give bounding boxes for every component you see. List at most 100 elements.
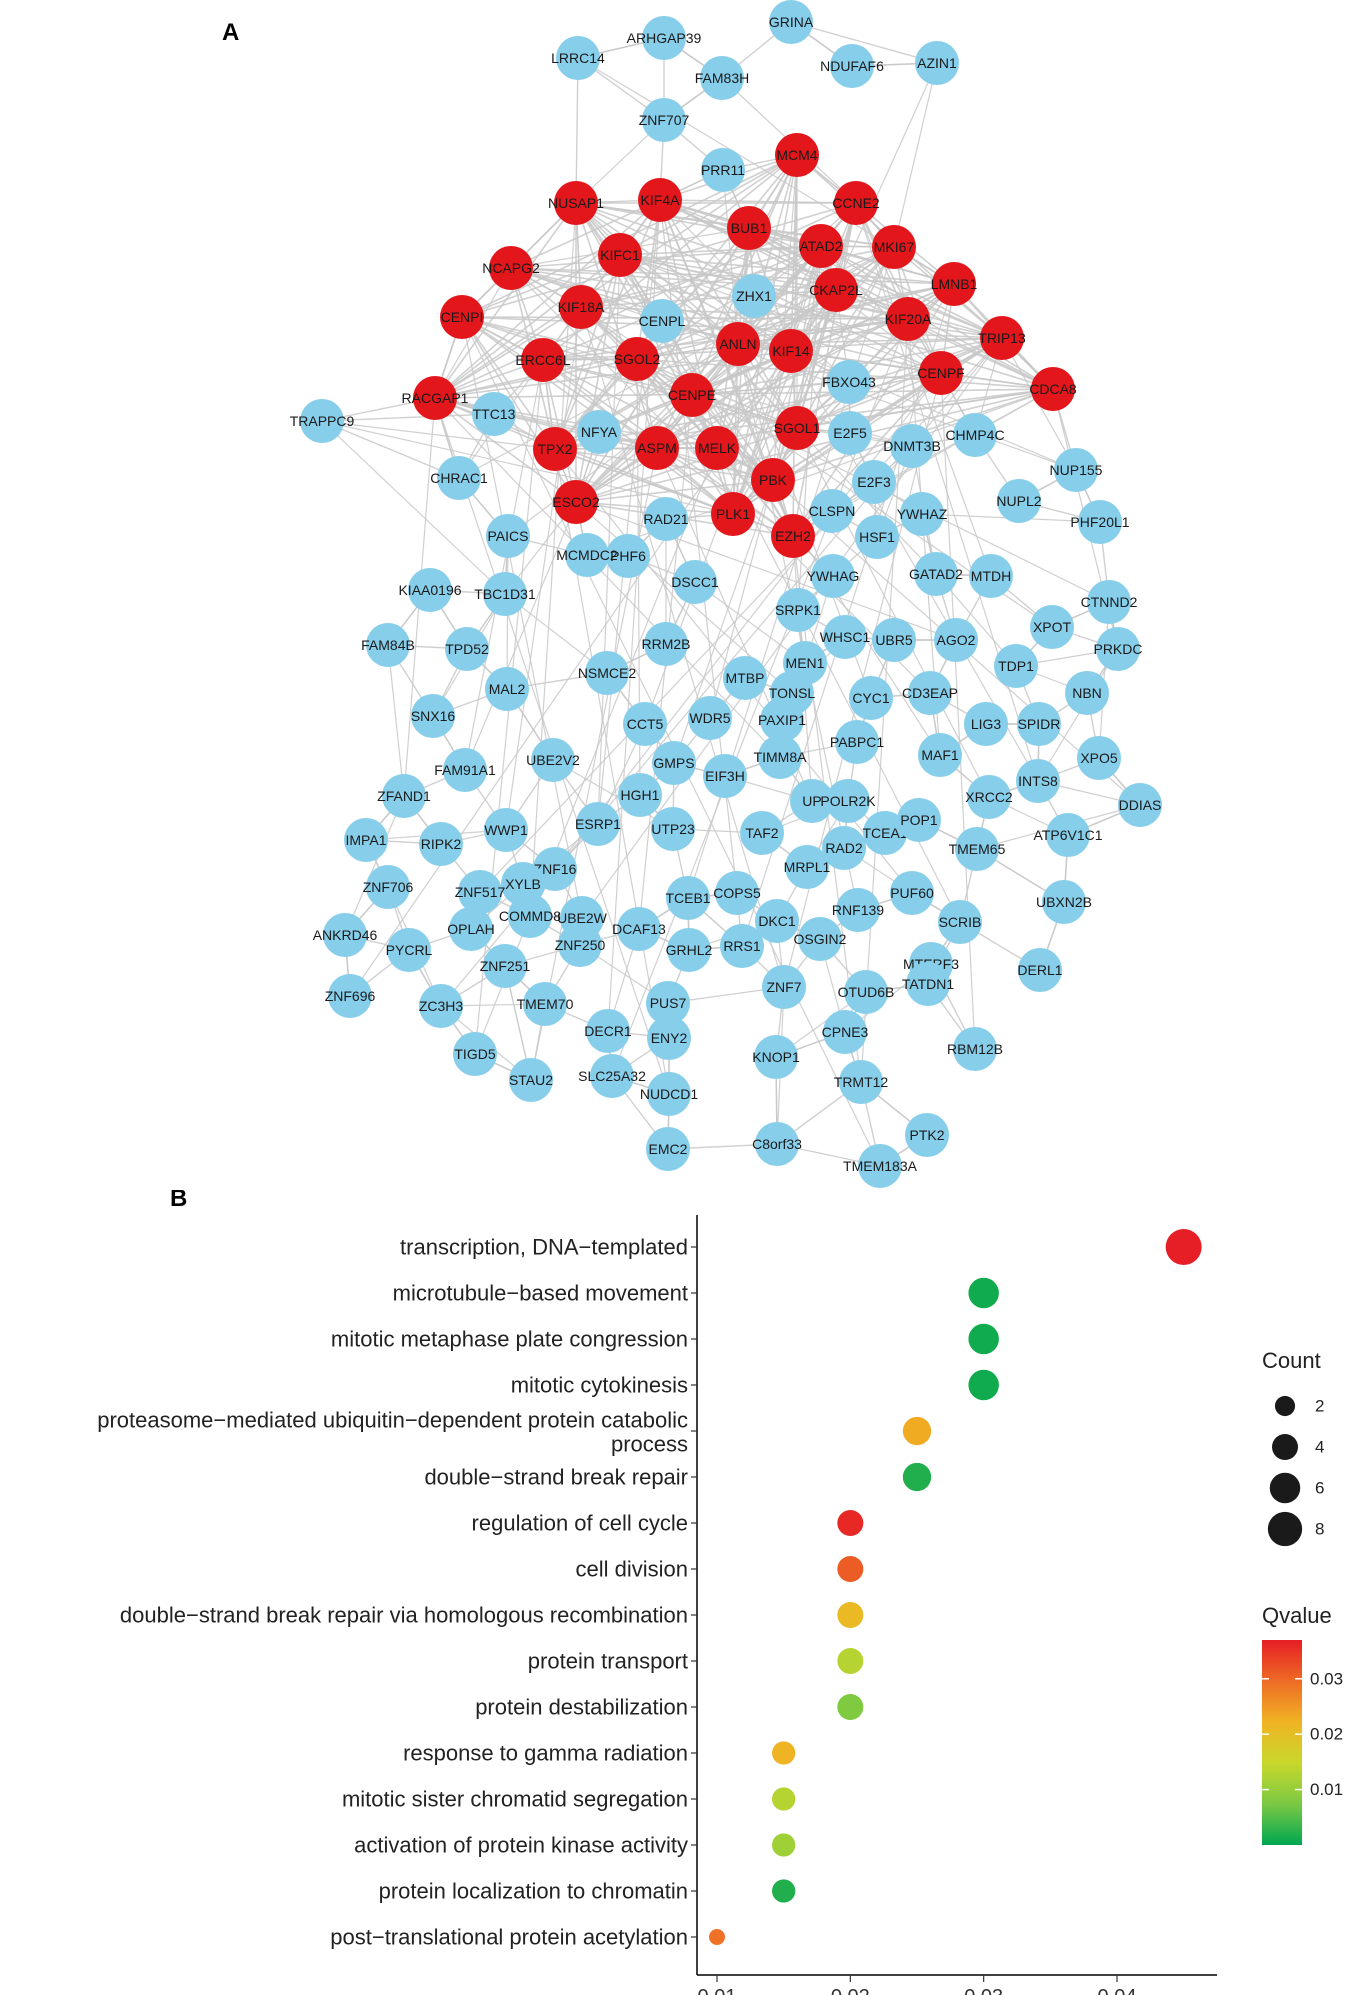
edge [694,581,806,664]
node-label: ESCO2 [552,494,600,510]
node-circle [1087,580,1131,624]
node-circle [897,798,941,842]
qvalue-colorbar [1262,1640,1302,1845]
node-circle [858,1144,902,1188]
node-label: XPO5 [1080,750,1118,766]
node-esrp1: ESRP1 [575,802,621,846]
node-wwp1: WWP1 [484,808,528,852]
node-circle [484,808,528,852]
term-label: regulation of cell cycle [472,1511,688,1536]
node-fam84b: FAM84B [361,623,415,667]
term-labels: transcription, DNA−templatedmicrotubule−… [97,1235,697,1950]
node-ercc6l: ERCC6L [515,338,571,382]
node-label: TRMT12 [834,1074,889,1090]
node-label: DKC1 [758,913,796,929]
edge [691,381,850,396]
node-pbk: PBK [751,458,795,502]
node-kifc1: KIFC1 [598,233,642,277]
node-label: KIF4A [641,192,681,208]
node-label: SPIDR [1018,716,1061,732]
node-label: C8orf33 [752,1136,802,1152]
panel-label-b: B [170,1190,187,1212]
node-circle [667,928,711,972]
node-label: DNMT3B [883,438,941,454]
node-circle [890,871,934,915]
term-label: microtubule−based movement [393,1281,688,1306]
qvalue-legend-title: Qvalue [1262,1603,1332,1628]
dot [837,1510,864,1536]
node-circle [458,870,502,914]
node-circle [508,894,552,938]
edge [580,289,837,308]
node-circle [908,671,952,715]
dot [772,1833,796,1857]
node-label: POP1 [900,812,938,828]
node-circle [994,644,1038,688]
node-circle [1078,500,1122,544]
node-circle [886,297,930,341]
edge [349,289,837,997]
node-label: MTDH [971,568,1011,584]
node-nudcd1: NUDCD1 [640,1072,698,1116]
node-pus7: PUS7 [646,981,690,1025]
node-tpd52: TPD52 [445,627,489,671]
node-melk: MELK [695,426,739,470]
node-circle [822,826,866,870]
node-label: TCEB1 [665,890,710,906]
node-circle [967,775,1011,819]
node-rnf139: RNF139 [832,888,884,932]
node-ripk2: RIPK2 [419,822,463,866]
edge [434,397,600,433]
node-label: OTUD6B [838,984,895,1000]
node-circle [411,694,455,738]
node-label: KIAA0196 [398,582,461,598]
node-label: EMC2 [649,1141,688,1157]
edge [619,254,955,285]
node-puf60: PUF60 [890,871,934,915]
edge [461,202,857,318]
colorbar-tick-label: 0.01 [1310,1780,1343,1799]
dot [772,1879,796,1903]
node-taf2: TAF2 [740,811,784,855]
node-label: ERCC6L [515,352,570,368]
node-label: SGOL1 [774,420,821,436]
node-ubxn2b: UBXN2B [1036,880,1092,924]
edge [820,245,942,374]
node-kif14: KIF14 [769,329,813,373]
node-circle [483,572,527,616]
node-kiaa0196: KIAA0196 [398,568,462,612]
node-emc2: EMC2 [646,1127,690,1171]
node-label: UBE2W [557,910,608,926]
node-circle [964,702,1008,746]
node-circle [711,492,755,536]
node-label: FBXO43 [822,374,876,390]
node-tpx2: TPX2 [533,427,577,471]
node-circle [531,738,575,782]
node-cops5: COPS5 [713,871,761,915]
node-ckap2l: CKAP2L [809,268,863,312]
edge [387,644,405,797]
node-circle [642,98,686,142]
edge [737,343,794,537]
node-circle [615,337,659,381]
node-circle [955,827,999,871]
x-tick-label: 0.03 [964,1986,1003,1995]
edge [597,254,621,825]
node-label: YWHAZ [897,506,948,522]
node-label: UP [802,793,821,809]
node-kif20a: KIF20A [885,297,932,341]
node-snx16: SNX16 [411,694,455,738]
node-circle [834,181,878,225]
node-nsmce2: NSMCE2 [578,651,636,695]
node-circle [811,554,855,598]
node-label: FAM84B [361,637,415,653]
edge [855,202,992,577]
node-label: STAU2 [509,1072,553,1088]
node-circle [437,456,481,500]
edge [619,254,718,449]
node-circle [485,667,529,711]
node-circle [938,900,982,944]
edge [636,199,661,360]
node-label: EZH2 [775,528,811,544]
node-label: IMPA1 [346,832,387,848]
